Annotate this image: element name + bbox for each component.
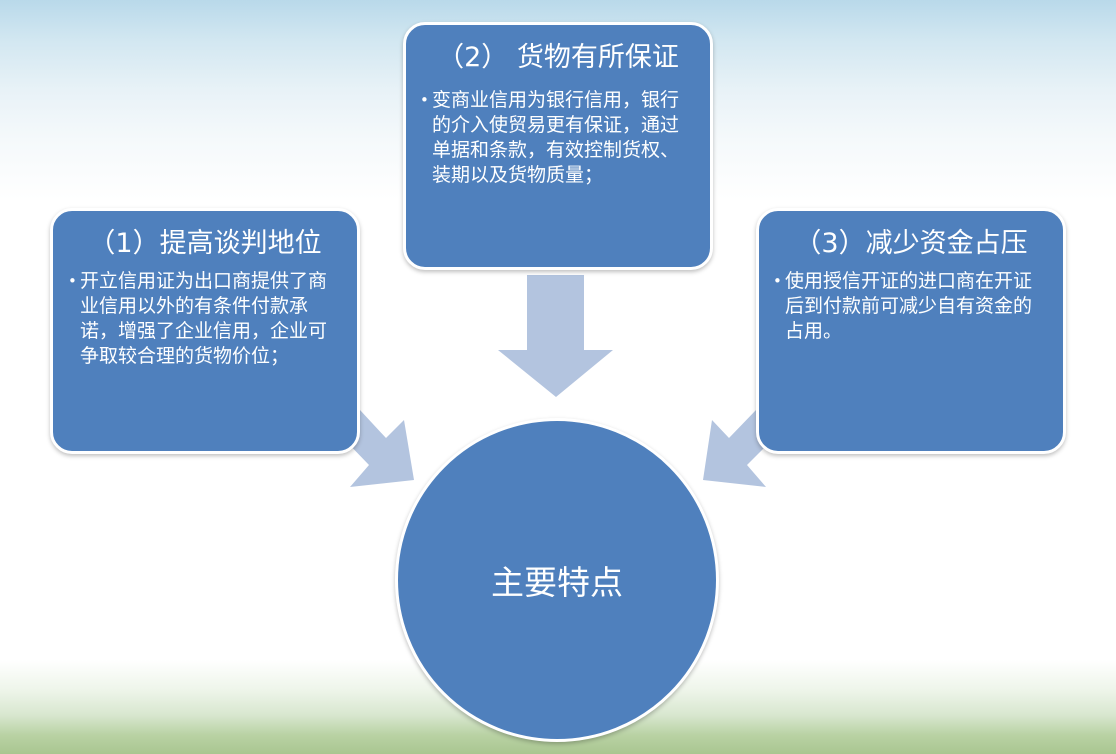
feature-bullet: • 使用授信开证的进口商在开证后到付款前可减少自有资金的占用。 [773,269,1049,344]
feature-title: （3）减少资金占压 [794,228,1028,259]
center-label: 主要特点 [491,563,623,602]
feature-box-capital-saving: （3）减少资金占压 • 使用授信开证的进口商在开证后到付款前可减少自有资金的占用… [756,208,1066,454]
feature-bullet-text: 开立信用证为出口商提供了商业信用以外的有条件付款承诺，增强了企业信用，企业可争取… [80,270,328,367]
feature-title: （1）提高谈判地位 [88,228,322,259]
center-circle: 主要特点 [395,418,719,742]
feature-box-goods-guarantee: （2） 货物有所保证 • 变商业信用为银行信用，银行的介入使贸易更有保证，通过单… [403,22,713,270]
feature-box-negotiation: （1）提高谈判地位 • 开立信用证为出口商提供了商业信用以外的有条件付款承诺，增… [50,208,360,454]
arrow-down-icon [498,275,613,397]
arrow-down-right-icon [342,410,414,487]
feature-bullet: • 开立信用证为出口商提供了商业信用以外的有条件付款承诺，增强了企业信用，企业可… [68,269,344,369]
bullet-dot-icon: • [68,272,77,290]
bullet-dot-icon: • [420,91,429,109]
feature-bullet-text: 变商业信用为银行信用，银行的介入使贸易更有保证，通过单据和条款，有效控制货权、装… [432,89,680,186]
feature-bullet: • 变商业信用为银行信用，银行的介入使贸易更有保证，通过单据和条款，有效控制货权… [420,88,696,188]
bullet-dot-icon: • [773,272,782,290]
feature-title: （2） 货物有所保证 [437,42,679,73]
feature-bullet-text: 使用授信开证的进口商在开证后到付款前可减少自有资金的占用。 [785,270,1033,342]
